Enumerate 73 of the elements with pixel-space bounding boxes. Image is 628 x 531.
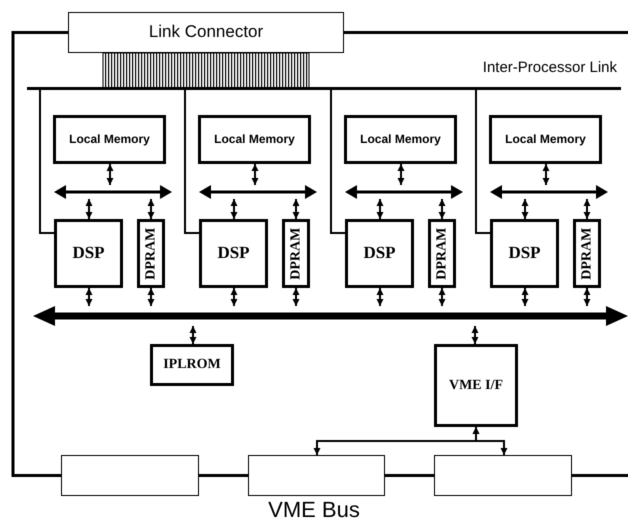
bus-label: VME Bus (268, 497, 360, 522)
bus-arrow (345, 185, 463, 199)
arrow (522, 288, 528, 306)
slot-box (248, 455, 385, 496)
arrow (472, 326, 478, 344)
connector-line (344, 31, 628, 34)
arrow (252, 164, 258, 185)
connector-line (12, 31, 68, 477)
box-label: DPRAM (434, 227, 450, 280)
connector-line (385, 474, 434, 477)
box-label: DSP (72, 244, 105, 263)
arrow (86, 288, 92, 306)
process-box (573, 219, 601, 288)
arrow (292, 288, 300, 306)
arrow (230, 288, 238, 306)
arrow (376, 288, 384, 306)
arrow (438, 288, 446, 306)
process-box (53, 115, 166, 164)
connector-line (39, 90, 54, 234)
box-label: Link Connector (148, 23, 264, 42)
arrow (230, 199, 238, 219)
arrow (542, 164, 550, 185)
box-label: VME I/F (448, 378, 504, 394)
process-box (282, 219, 310, 288)
box-label: DPRAM (288, 227, 304, 280)
process-box (54, 219, 123, 288)
process-box (150, 344, 234, 386)
slot-box (434, 455, 572, 496)
box-label: DSP (217, 244, 250, 263)
arrow (106, 164, 114, 185)
arrow (584, 288, 590, 306)
box-label: DPRAM (579, 227, 595, 280)
process-box (198, 115, 311, 164)
box-label: Local Memory (360, 132, 441, 146)
arrow (148, 199, 154, 219)
bus-line (27, 60, 621, 90)
box-label: DSP (508, 244, 541, 263)
box-label: DPRAM (143, 227, 159, 280)
arrow (376, 199, 384, 219)
arrow (522, 199, 528, 219)
connector-line (475, 90, 490, 234)
box-label: Local Memory (69, 132, 150, 146)
process-box (345, 219, 414, 288)
bus-arrow (54, 185, 172, 199)
process-box (489, 115, 602, 164)
slot-box (61, 455, 199, 496)
connector-line (184, 90, 199, 234)
process-box (199, 219, 268, 288)
arrow (398, 164, 404, 185)
box-label: IPLROM (163, 357, 221, 373)
process-box (434, 344, 518, 427)
connector-box (68, 12, 344, 53)
arrow (148, 288, 154, 306)
arrow (86, 199, 92, 219)
bus-arrow (490, 185, 608, 199)
box-label: Local Memory (505, 132, 586, 146)
arrow (584, 199, 590, 219)
bus-arrow (199, 185, 317, 199)
box-label: Local Memory (214, 132, 295, 146)
bus-label: Inter-Processor Link (482, 60, 617, 76)
connector-line (199, 474, 248, 477)
arrow (438, 199, 446, 219)
connector-line (330, 90, 345, 234)
process-box (344, 115, 457, 164)
connector-line (572, 474, 628, 477)
box-label: DSP (363, 244, 396, 263)
bus-arrow (33, 306, 628, 326)
process-box (490, 219, 559, 288)
arrow (292, 199, 300, 219)
arrow (190, 326, 196, 344)
process-box (428, 219, 456, 288)
process-box (137, 219, 165, 288)
arrow (472, 427, 508, 455)
